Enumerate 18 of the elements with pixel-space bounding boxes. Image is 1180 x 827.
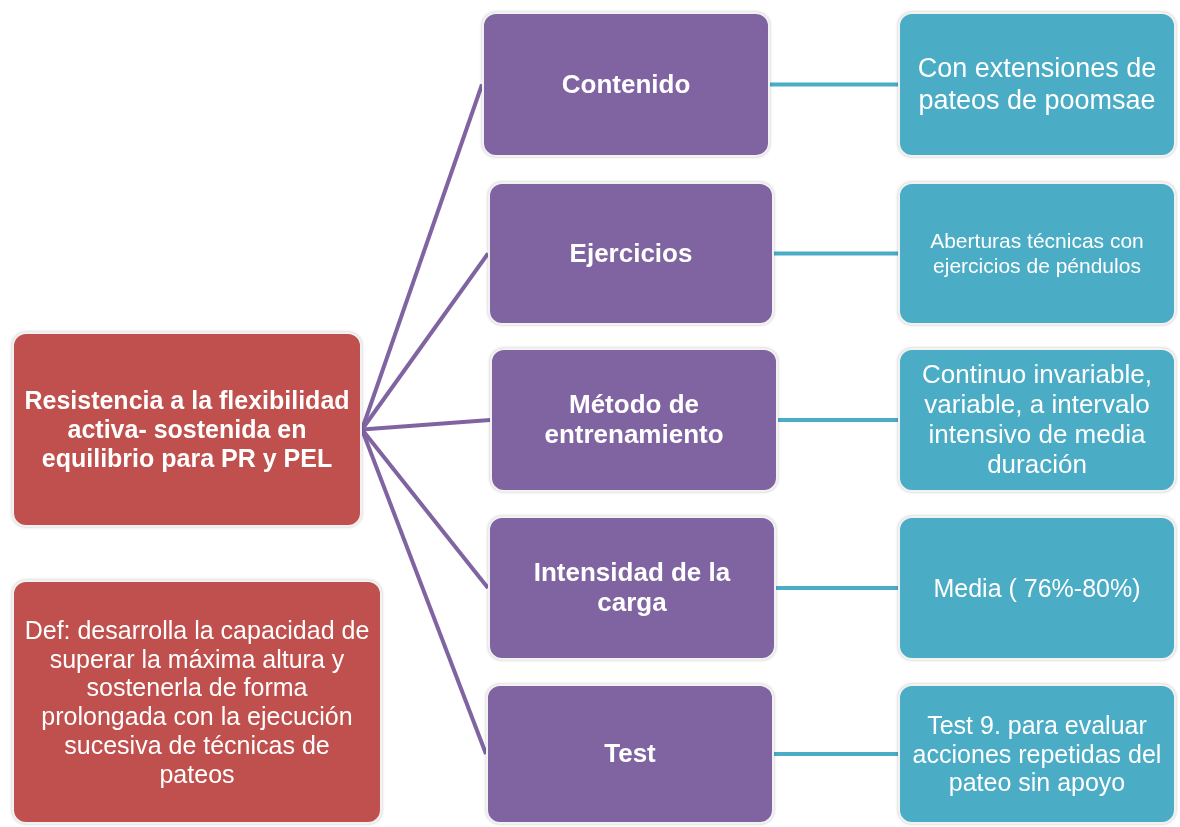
connector-line xyxy=(774,752,898,756)
topic-box: Resistencia a la flexibilidad activa- sostenida en equilibrio para PR y PEL xyxy=(12,332,362,527)
category-box: Test xyxy=(486,684,774,824)
connector-line xyxy=(774,251,898,256)
detail-box: Aberturas técnicas con ejercicios de péndulos xyxy=(898,182,1176,325)
category-box: Método de entrenamiento xyxy=(490,348,778,492)
category-box: Contenido xyxy=(482,12,770,157)
connector-line xyxy=(770,82,898,87)
detail-box: Con extensiones de pateos de poomsae xyxy=(898,12,1176,157)
detail-box: Media ( 76%-80%) xyxy=(898,516,1176,660)
connector-line xyxy=(778,418,898,422)
detail-box: Test 9. para evaluar acciones repetidas del pateo sin apoyo xyxy=(898,684,1176,824)
detail-box: Continuo invariable, variable, a intervalo intensivo de media duración xyxy=(898,348,1176,492)
category-box: Intensidad de la carga xyxy=(488,516,776,660)
topic-box: Def: desarrolla la capacidad de superar la máxima altura y sostenerla de forma prolongada con la ejecución sucesiva de técnicas de pateos xyxy=(12,580,382,824)
connector-line xyxy=(776,586,898,590)
connector-line xyxy=(361,418,491,432)
category-box: Ejercicios xyxy=(488,182,774,325)
